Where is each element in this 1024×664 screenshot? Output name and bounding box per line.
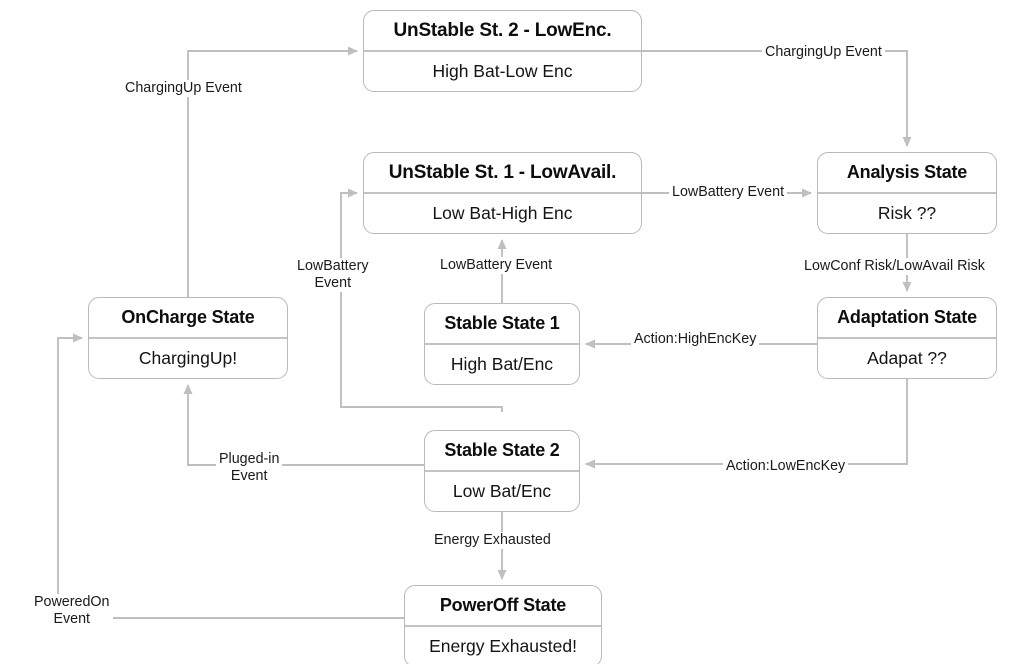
state-node-analysis[interactable]: Analysis State Risk ?? (817, 152, 997, 234)
state-subtitle: ChargingUp! (138, 347, 238, 368)
state-divider (405, 625, 601, 627)
edge-label-energy-exhausted: Energy Exhausted (431, 532, 554, 549)
state-subtitle: Risk ?? (877, 202, 937, 223)
edge-label-chargingup-event-2: ChargingUp Event (762, 44, 885, 61)
edge-label-lowbattery-event-2: LowBattery Event (437, 257, 556, 274)
state-subtitle: High Bat-Low Enc (432, 60, 573, 81)
edge-label-action-lowenckey: Action:LowEncKey (723, 458, 849, 475)
state-divider (364, 192, 641, 194)
edge-poweroff-to-oncharge (57, 333, 404, 619)
state-subtitle: Low Bat-High Enc (432, 202, 573, 223)
state-node-poweroff[interactable]: PowerOff State Energy Exhausted! (404, 585, 602, 664)
state-title: Adaptation State (837, 307, 977, 328)
state-node-oncharge[interactable]: OnCharge State ChargingUp! (88, 297, 288, 379)
state-title: Stable State 2 (444, 440, 560, 461)
state-title: PowerOff State (439, 595, 567, 616)
edge-label-action-highenckey: Action:HighEncKey (631, 331, 760, 348)
state-divider (818, 337, 996, 339)
state-node-adaptation[interactable]: Adaptation State Adapat ?? (817, 297, 997, 379)
edge-label-pluged-in-event: Pluged-in Event (216, 451, 283, 485)
state-subtitle: Adapat ?? (867, 347, 947, 368)
edge-oncharge-to-unstable2 (187, 46, 358, 297)
state-divider (89, 337, 287, 339)
edge-stable2-to-unstable1 (340, 188, 503, 412)
state-title: UnStable St. 1 - LowAvail. (388, 161, 617, 183)
state-node-unstable2[interactable]: UnStable St. 2 - LowEnc. High Bat-Low En… (363, 10, 642, 92)
state-subtitle: Energy Exhausted! (429, 635, 577, 656)
edge-label-lowbattery-event-3: LowBattery Event (294, 258, 372, 292)
edge-label-lowconf-lowavail-risk: LowConf Risk/LowAvail Risk (801, 258, 988, 275)
state-title: UnStable St. 2 - LowEnc. (393, 19, 612, 41)
state-divider (818, 192, 996, 194)
state-divider (364, 50, 641, 52)
state-node-stable1[interactable]: Stable State 1 High Bat/Enc (424, 303, 580, 385)
edge-adaptation-to-stable2 (585, 379, 908, 469)
state-title: OnCharge State (121, 307, 255, 328)
state-title: Stable State 1 (444, 313, 560, 334)
edge-stable2-to-oncharge (183, 384, 424, 466)
state-node-unstable1[interactable]: UnStable St. 1 - LowAvail. Low Bat-High … (363, 152, 642, 234)
state-node-stable2[interactable]: Stable State 2 Low Bat/Enc (424, 430, 580, 512)
state-divider (425, 343, 579, 345)
edge-label-chargingup-event-1: ChargingUp Event (122, 80, 245, 97)
state-subtitle: Low Bat/Enc (452, 480, 552, 501)
edge-label-poweredon-event: PoweredOn Event (31, 594, 113, 628)
state-title: Analysis State (846, 162, 968, 183)
state-subtitle: High Bat/Enc (450, 353, 554, 374)
state-divider (425, 470, 579, 472)
edge-unstable2-to-analysis (642, 50, 912, 147)
edge-label-lowbattery-event-1: LowBattery Event (669, 184, 788, 201)
